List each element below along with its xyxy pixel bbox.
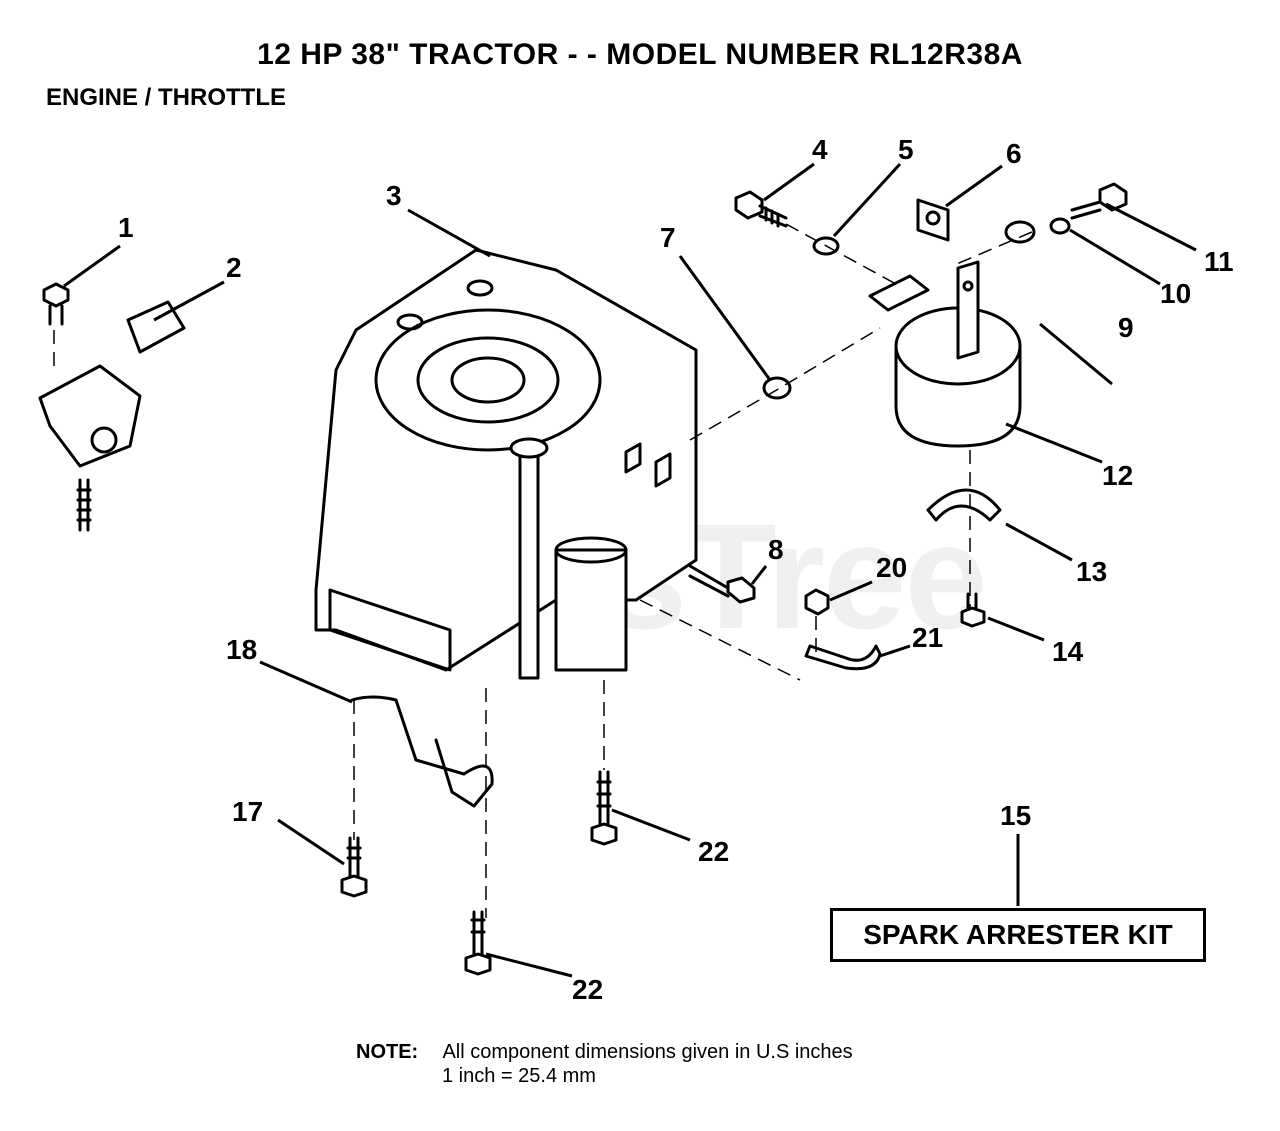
part-13-clamp <box>926 488 1002 522</box>
part-22-bolt-lower <box>464 910 492 976</box>
spark-arrester-kit-box: SPARK ARRESTER KIT <box>830 908 1206 962</box>
callout-3: 3 <box>386 180 402 211</box>
callout-14: 14 <box>1052 636 1084 667</box>
callout-21: 21 <box>912 622 944 653</box>
callout-11: 11 <box>1204 246 1234 277</box>
callout-10: 10 <box>1160 278 1192 309</box>
callout-18: 18 <box>226 634 258 665</box>
callout-4: 4 <box>812 134 828 165</box>
callout-9: 9 <box>1118 312 1134 343</box>
part-10-lockwasher <box>1049 217 1071 235</box>
part-14-screw <box>960 592 986 628</box>
part-8-bolt <box>688 564 756 604</box>
callout-2: 2 <box>226 252 242 283</box>
callout-1: 1 <box>118 212 134 243</box>
part-5-washer <box>812 236 840 256</box>
part-12-muffler <box>868 260 1022 448</box>
callout-5: 5 <box>898 134 914 165</box>
diagram-title: 12 HP 38" TRACTOR - - MODEL NUMBER RL12R… <box>257 38 1023 71</box>
part-6-gasket <box>916 198 950 242</box>
callout-7: 7 <box>660 222 676 253</box>
callout-22-upper: 22 <box>698 836 730 867</box>
part-18-rod <box>350 695 494 808</box>
part-22-bolt-upper <box>590 770 618 846</box>
callout-13: 13 <box>1076 556 1108 587</box>
part-21-clip <box>804 644 882 671</box>
part-9-washer <box>1004 220 1036 244</box>
callout-22-lower: 22 <box>572 974 604 1005</box>
callout-6: 6 <box>1006 138 1022 169</box>
part-1-bolt <box>42 282 70 326</box>
part-2-throttle-control <box>38 300 186 532</box>
callout-17: 17 <box>232 796 264 827</box>
callout-12: 12 <box>1102 460 1134 491</box>
section-subtitle: ENGINE / THROTTLE <box>46 84 286 111</box>
callout-8: 8 <box>768 534 784 565</box>
callout-20: 20 <box>876 552 908 583</box>
part-20-nut <box>804 588 830 616</box>
callout-15: 15 <box>1000 800 1032 831</box>
part-17-bolt <box>340 836 368 898</box>
dimension-note: NOTE: All component dimensions given in … <box>356 1040 853 1088</box>
spark-arrester-kit-label: SPARK ARRESTER KIT <box>863 919 1173 950</box>
part-4-bolt <box>734 190 788 228</box>
note-label: NOTE: <box>356 1041 419 1063</box>
part-3-engine <box>314 248 698 680</box>
note-line-2: 1 inch = 25.4 mm <box>442 1065 596 1087</box>
note-line-1: All component dimensions given in U.S in… <box>442 1041 853 1063</box>
part-11-bolt <box>1070 182 1128 220</box>
